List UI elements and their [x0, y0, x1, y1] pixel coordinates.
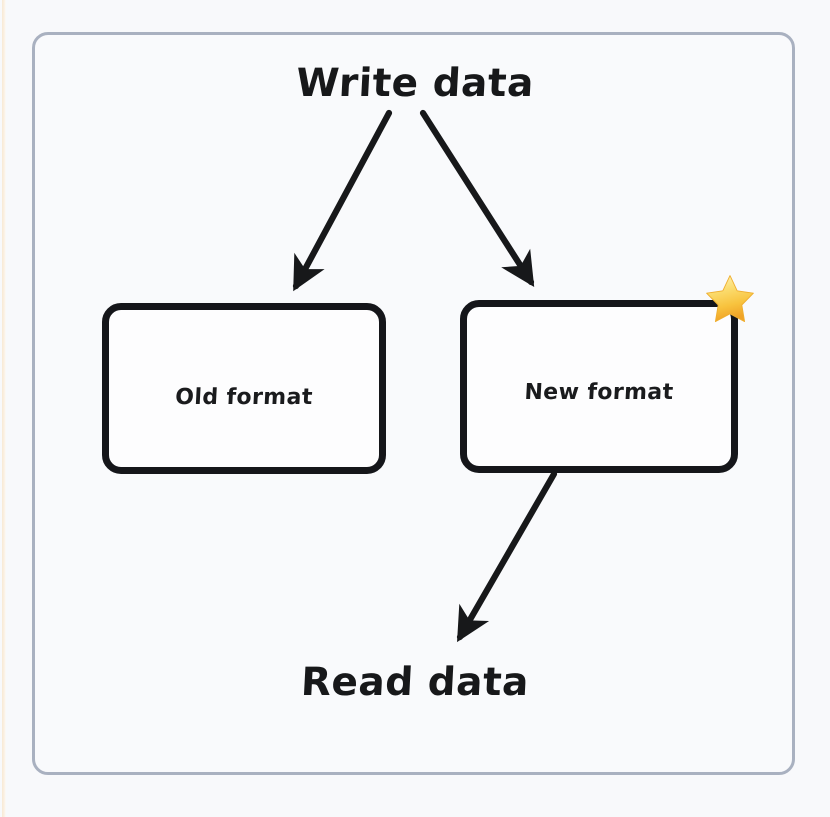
- node-old-format[interactable]: Old format: [102, 303, 386, 474]
- star-icon: [706, 275, 754, 323]
- node-old-format-label: Old format: [174, 385, 314, 410]
- node-new-format[interactable]: New format: [460, 300, 738, 473]
- node-new-format-label: New format: [523, 380, 675, 405]
- page-title-write-data: Write data: [294, 61, 536, 106]
- page-edge-stripe: [2, 0, 6, 817]
- page-title-read-data: Read data: [299, 660, 531, 705]
